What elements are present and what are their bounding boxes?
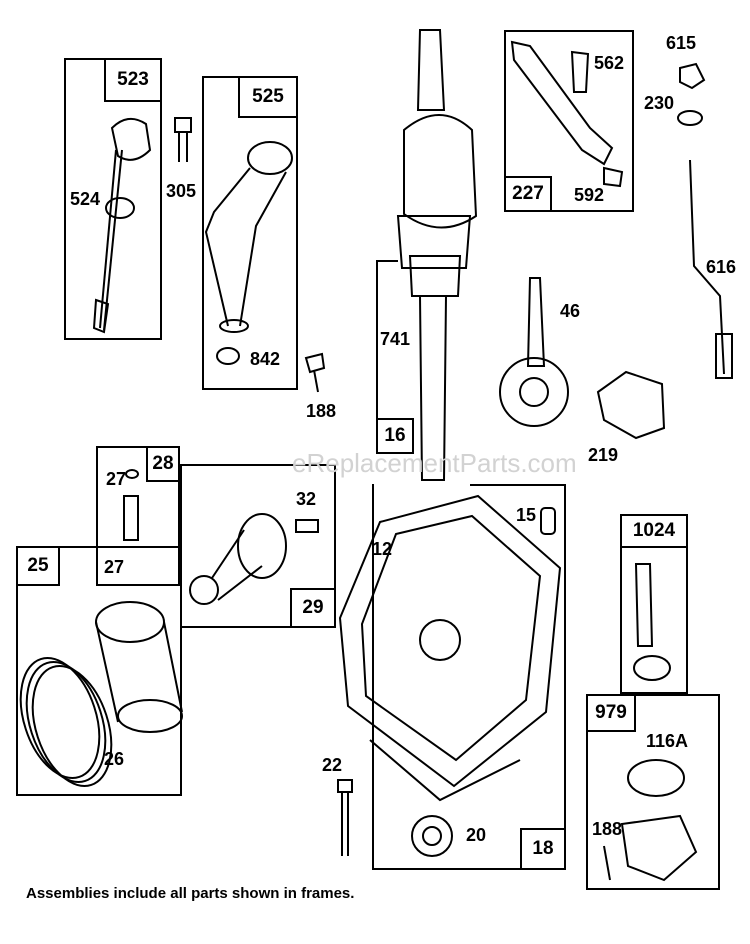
frame-label-525: 525 <box>238 76 298 118</box>
crankshaft-drawing <box>396 29 478 481</box>
part-label-219: 219 <box>588 445 619 465</box>
frame-label-227: 227 <box>504 176 552 212</box>
piston-drawing <box>95 601 183 733</box>
frame-label-1024: 1024 <box>620 514 688 548</box>
screw-188-drawing <box>304 352 326 393</box>
frame-28 <box>96 446 180 586</box>
oil-seal-drawing <box>411 815 453 857</box>
bolt-22-drawing <box>337 779 353 856</box>
frame-979 <box>586 694 720 890</box>
frame-227 <box>504 30 634 212</box>
part-label-32: 32 <box>296 489 317 509</box>
part-label-741: 741 <box>380 329 411 349</box>
piston-rings-drawing <box>19 656 113 788</box>
part-label-562: 562 <box>594 53 625 73</box>
part-label-15: 15 <box>516 505 537 525</box>
part-label-12: 12 <box>372 539 393 559</box>
oil-pump-cover-drawing <box>603 759 698 882</box>
part-label-615: 615 <box>666 33 697 53</box>
bolt-305-drawing <box>174 117 192 162</box>
part-label-26: 26 <box>104 749 125 769</box>
frame-16 <box>376 260 378 420</box>
governor-lever-drawing <box>510 40 624 188</box>
part-label-616: 616 <box>706 257 737 277</box>
part-label-188-top: 188 <box>306 401 337 421</box>
oil-pump-drawing <box>633 563 671 681</box>
part-label-27-upper: 27 <box>106 469 127 489</box>
part-label-188-bottom: 188 <box>592 819 623 839</box>
dipstick-tube-drawing <box>204 141 293 365</box>
part-label-524: 524 <box>70 189 101 209</box>
frame-label-979: 979 <box>586 694 636 732</box>
nut-washer-drawing <box>677 62 706 126</box>
frame-label-18: 18 <box>520 828 566 870</box>
frame-18-top <box>470 484 566 486</box>
frame-label-29: 29 <box>290 588 336 628</box>
watermark: eReplacementParts.com <box>292 448 577 478</box>
piston-pin-drawing <box>123 469 139 541</box>
part-label-22: 22 <box>322 755 343 775</box>
part-label-20: 20 <box>466 825 487 845</box>
part-label-230: 230 <box>644 93 675 113</box>
crankcase-sump-drawing <box>338 494 562 802</box>
footer-note: Assemblies include all parts shown in fr… <box>26 885 355 902</box>
frame-16-top <box>376 260 398 262</box>
frame-25 <box>16 546 182 796</box>
part-label-592: 592 <box>574 185 605 205</box>
dipstick-drawing <box>92 117 152 334</box>
plug-drawing <box>540 507 556 535</box>
part-label-305: 305 <box>166 181 197 201</box>
frame-label-25: 25 <box>16 546 60 586</box>
connecting-rod-drawing <box>189 513 319 605</box>
part-label-116a: 116A <box>646 731 689 751</box>
frame-label-28: 28 <box>146 446 180 482</box>
part-label-46: 46 <box>560 301 581 321</box>
part-label-842: 842 <box>250 349 281 369</box>
frame-525 <box>202 76 298 390</box>
camshaft-drawing <box>499 277 569 427</box>
frame-label-523: 523 <box>104 58 162 102</box>
governor-rod-drawing <box>689 159 733 379</box>
governor-drawing <box>596 370 666 440</box>
frame-label-16: 16 <box>376 418 414 454</box>
frame-18 <box>372 484 566 870</box>
part-label-27-lower: 27 <box>104 557 125 577</box>
